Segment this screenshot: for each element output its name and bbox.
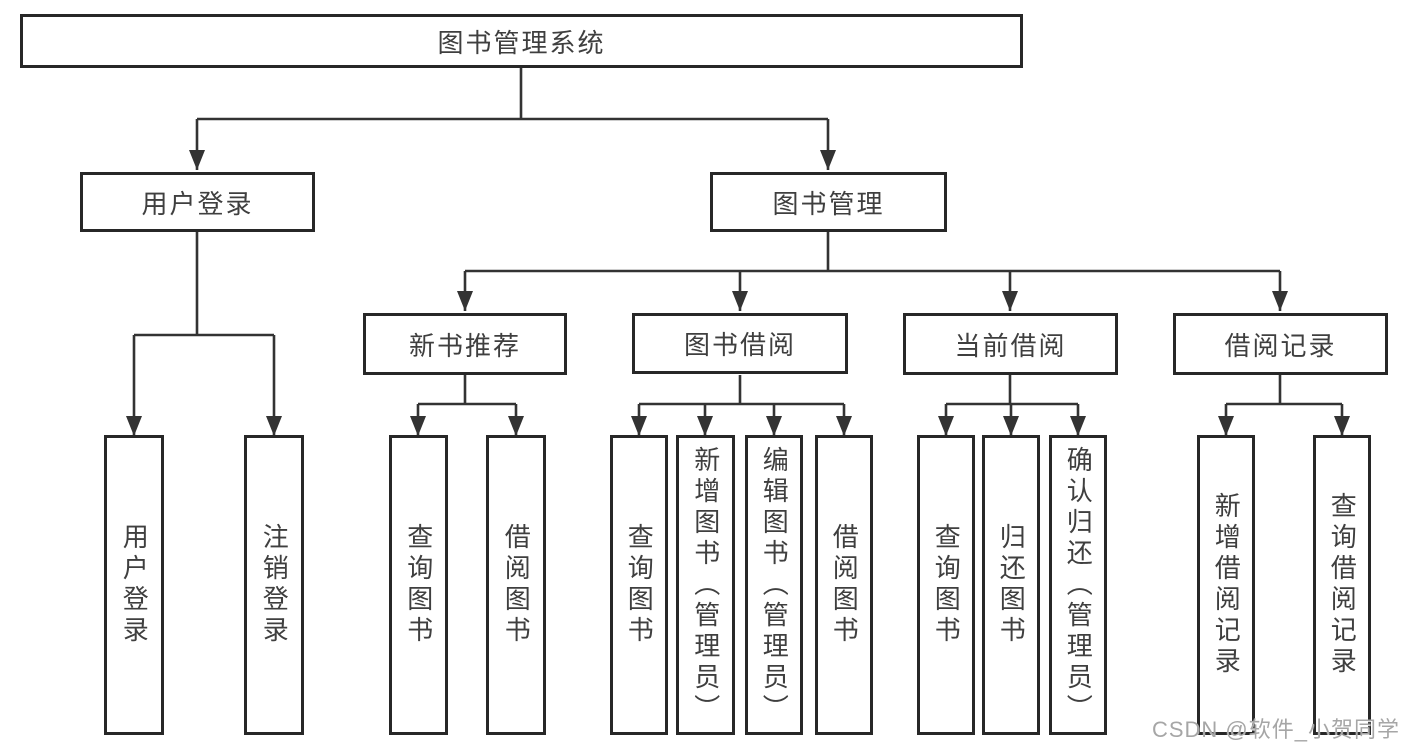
node-label: 查询图书 (403, 523, 434, 647)
node-leaf-borrow-books-recommend: 借阅图书 (486, 435, 546, 735)
node-leaf-query-books-borrow: 查询图书 (610, 435, 668, 735)
connector-book-borrow-children (631, 375, 852, 436)
node-label: 编辑图书（管理员） (759, 445, 790, 725)
node-leaf-add-book-admin: 新增图书（管理员） (676, 435, 735, 735)
connector-user-login-children (126, 232, 282, 436)
connector-book-management-children (457, 232, 1288, 311)
node-leaf-edit-book-admin: 编辑图书（管理员） (745, 435, 803, 735)
node-leaf-query-books-recommend: 查询图书 (389, 435, 448, 735)
watermark: CSDN @软件_小贺同学 (1151, 717, 1400, 742)
node-label: 图书管理系统 (437, 27, 606, 58)
node-leaf-confirm-return-admin: 确认归还（管理员） (1049, 435, 1107, 735)
node-leaf-query-books-current: 查询图书 (917, 435, 975, 735)
connector-new-book-recommend-children (410, 375, 524, 436)
node-label: 新增图书（管理员） (690, 445, 721, 725)
node-leaf-borrow-books: 借阅图书 (815, 435, 873, 735)
node-label: 新增借阅记录 (1211, 492, 1242, 678)
node-leaf-query-borrow-record: 查询借阅记录 (1313, 435, 1371, 735)
node-label: 图书借阅 (683, 330, 796, 360)
node-library-management-system: 图书管理系统 (20, 14, 1023, 68)
node-label: 注销登录 (259, 523, 290, 647)
node-leaf-return-book: 归还图书 (982, 435, 1040, 735)
node-label: 查询图书 (931, 523, 962, 647)
node-label: 查询图书 (624, 523, 655, 647)
connector-current-borrow-children (938, 375, 1086, 436)
node-label: 借阅记录 (1224, 330, 1337, 361)
node-label: 确认归还（管理员） (1063, 445, 1094, 725)
node-label: 查询借阅记录 (1327, 492, 1358, 678)
node-label: 用户登录 (119, 523, 150, 647)
node-book-borrow: 图书借阅 (632, 313, 848, 374)
node-borrow-records: 借阅记录 (1173, 313, 1388, 375)
node-leaf-logout: 注销登录 (244, 435, 304, 735)
node-label: 图书管理 (772, 188, 885, 219)
connector-borrow-records-children (1218, 375, 1350, 436)
node-label: 归还图书 (996, 523, 1027, 647)
node-new-book-recommend: 新书推荐 (363, 313, 567, 375)
node-leaf-add-borrow-record: 新增借阅记录 (1197, 435, 1255, 735)
node-leaf-user-login: 用户登录 (104, 435, 164, 735)
connector-root-to-level2 (189, 68, 836, 170)
node-label: 借阅图书 (829, 523, 860, 647)
node-label: 借阅图书 (501, 523, 532, 647)
node-book-management-branch: 图书管理 (710, 172, 947, 232)
node-label: 当前借阅 (954, 330, 1067, 361)
node-user-login-branch: 用户登录 (80, 172, 315, 232)
node-label: 新书推荐 (408, 330, 521, 361)
node-label: 用户登录 (141, 188, 254, 219)
node-current-borrow: 当前借阅 (903, 313, 1118, 375)
